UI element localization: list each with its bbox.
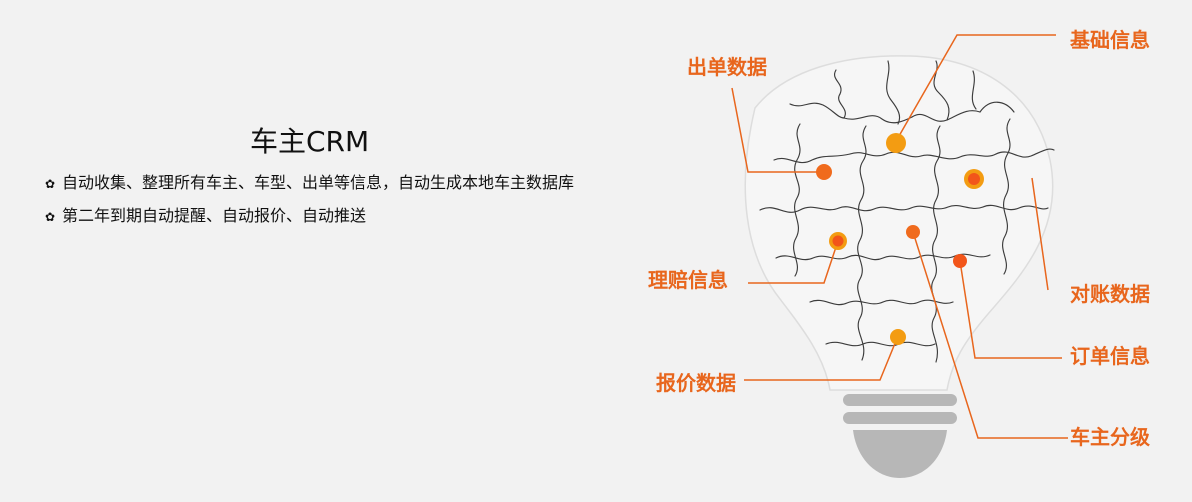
gear-icon: ✿ (44, 210, 56, 224)
label-chezhu: 车主分级 (1070, 425, 1150, 449)
label-duizhang: 对账数据 (1070, 282, 1150, 306)
page-title: 车主CRM (250, 125, 370, 158)
label-lipei: 理赔信息 (648, 268, 728, 292)
feature-text: 第二年到期自动提醒、自动报价、自动推送 (62, 206, 367, 225)
label-dingdan: 订单信息 (1070, 344, 1150, 368)
gear-icon: ✿ (44, 177, 56, 191)
feature-text: 自动收集、整理所有车主、车型、出单等信息，自动生成本地车主数据库 (62, 173, 575, 192)
bulb-outline (744, 55, 1054, 391)
feature-item: ✿ 自动收集、整理所有车主、车型、出单等信息，自动生成本地车主数据库 (36, 174, 596, 193)
puzzle-nodes (816, 133, 984, 345)
label-chudan: 出单数据 (687, 55, 767, 79)
leader-lines (731, 34, 1068, 439)
label-jichu: 基础信息 (1070, 28, 1150, 52)
lightbulb-svg (731, 34, 1068, 478)
lightbulb-puzzle-illustration: 出单数据 基础信息 对账数据 理赔信息 订单信息 报价数据 车主分级 (640, 0, 1192, 502)
feature-item: ✿ 第二年到期自动提醒、自动报价、自动推送 (36, 207, 596, 226)
bulb-base (843, 394, 957, 478)
feature-panel: 车主CRM ✿ 自动收集、整理所有车主、车型、出单等信息，自动生成本地车主数据库 … (36, 125, 596, 240)
label-baojia: 报价数据 (656, 371, 736, 395)
feature-list: ✿ 自动收集、整理所有车主、车型、出单等信息，自动生成本地车主数据库 ✿ 第二年到期… (36, 174, 596, 240)
